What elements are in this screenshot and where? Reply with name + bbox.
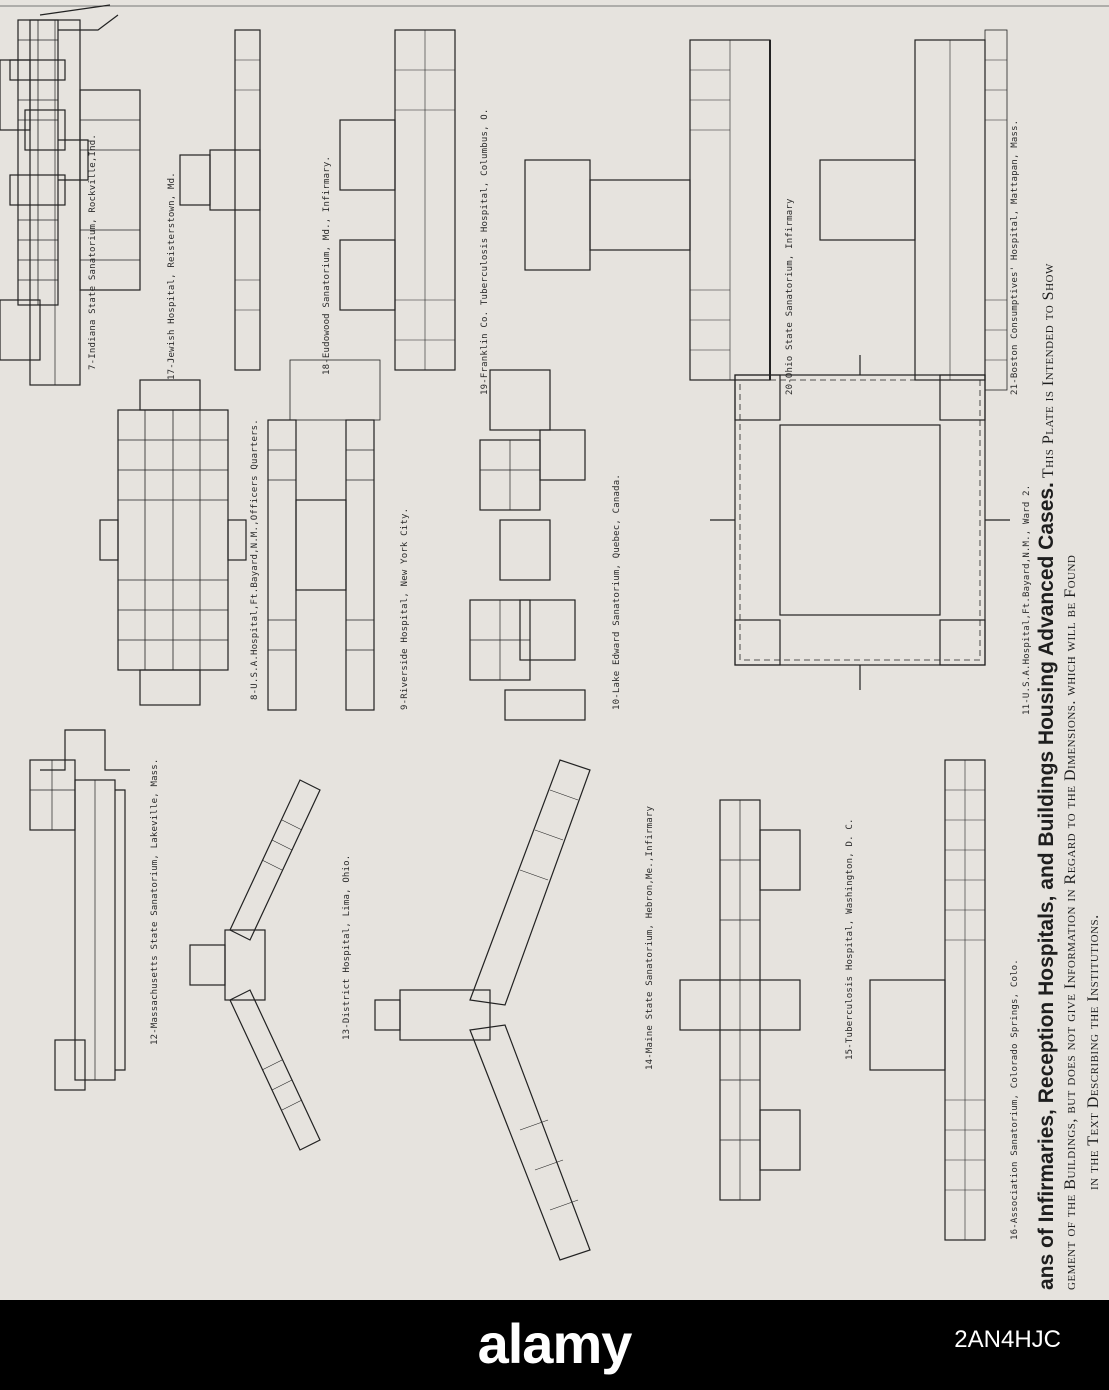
plan-label-16: 16-Association Sanatorium, Colorado Spri…: [1010, 959, 1020, 1240]
caption-line-2: gement of the Buildings, but does not gi…: [1062, 554, 1079, 1290]
plan-label-10: 10-Lake Edward Sanatorium, Quebec, Canad…: [612, 474, 622, 710]
plan-label-7: 7-Indiana State Sanatorium, Rockville,In…: [88, 134, 98, 370]
floor-plans-drawing: [0, 4, 1109, 1261]
plan-label-9: 9-Riverside Hospital, New York City.: [400, 507, 410, 710]
plan-label-15: 15-Tuberculosis Hospital, Washington, D.…: [845, 818, 855, 1060]
caption-title-tail: This Plate is Intended to Show: [1040, 263, 1057, 479]
plan-16-drawing: [869, 759, 986, 1241]
plan-label-8: 8-U.S.A.Hospital,Ft.Bayard,N.M.,Officers…: [250, 419, 260, 700]
plan-10-drawing: [469, 369, 586, 721]
plan-label-19: 19-Franklin Co. Tuberculosis Hospital, C…: [480, 108, 490, 395]
plan-label-21: 21-Boston Consumptives' Hospital, Mattap…: [1010, 119, 1020, 395]
plan-label-18: 18-Eudowood Sanatorium, Md., Infirmary.: [322, 155, 332, 375]
plan-label-13: 13-District Hospital, Lima, Ohio.: [342, 854, 352, 1040]
plan-18-drawing: [179, 29, 261, 371]
plan-14-drawing: [374, 759, 591, 1261]
stock-watermark-bar: alamy 2AN4HJC: [0, 1300, 1109, 1390]
plan-19-drawing: [339, 29, 456, 371]
plan-label-11: 11-U.S.A.Hospital,Ft.Bayard,N.M., Ward 2…: [1022, 484, 1032, 715]
plate-page: 7-Indiana State Sanatorium, Rockville,In…: [0, 4, 1109, 1290]
plan-13-drawing: [189, 779, 321, 1151]
caption-line-3: in the Text Describing the Institutions.: [1085, 914, 1102, 1190]
plan-9-drawing: [267, 359, 381, 711]
plan-12-drawing: [29, 729, 130, 1091]
plan-label-17: 17-Jewish Hospital, Reisterstown, Md.: [167, 172, 177, 380]
plan-20-drawing: [524, 39, 771, 381]
plan-label-12: 12-Massachusetts State Sanatorium, Lakev…: [150, 758, 160, 1045]
plan-8-drawing: [99, 379, 247, 706]
stock-image-code: 2AN4HJC: [954, 1326, 1061, 1353]
plan-17-drawing: [0, 19, 141, 386]
stock-logo: alamy: [477, 1312, 633, 1375]
plan-15-drawing: [679, 799, 801, 1201]
caption-title: ans of Infirmaries, Reception Hospitals,…: [1035, 482, 1058, 1290]
plan-21-drawing: [819, 29, 1008, 391]
plan-label-14: 14-Maine State Sanatorium, Hebron,Me.,In…: [645, 805, 655, 1070]
caption-title-line: ans of Infirmaries, Reception Hospitals,…: [1035, 263, 1059, 1290]
plan-11-drawing: [710, 355, 1010, 690]
plan-label-20: 20-Ohio State Sanatorium, Infirmary: [785, 198, 795, 395]
